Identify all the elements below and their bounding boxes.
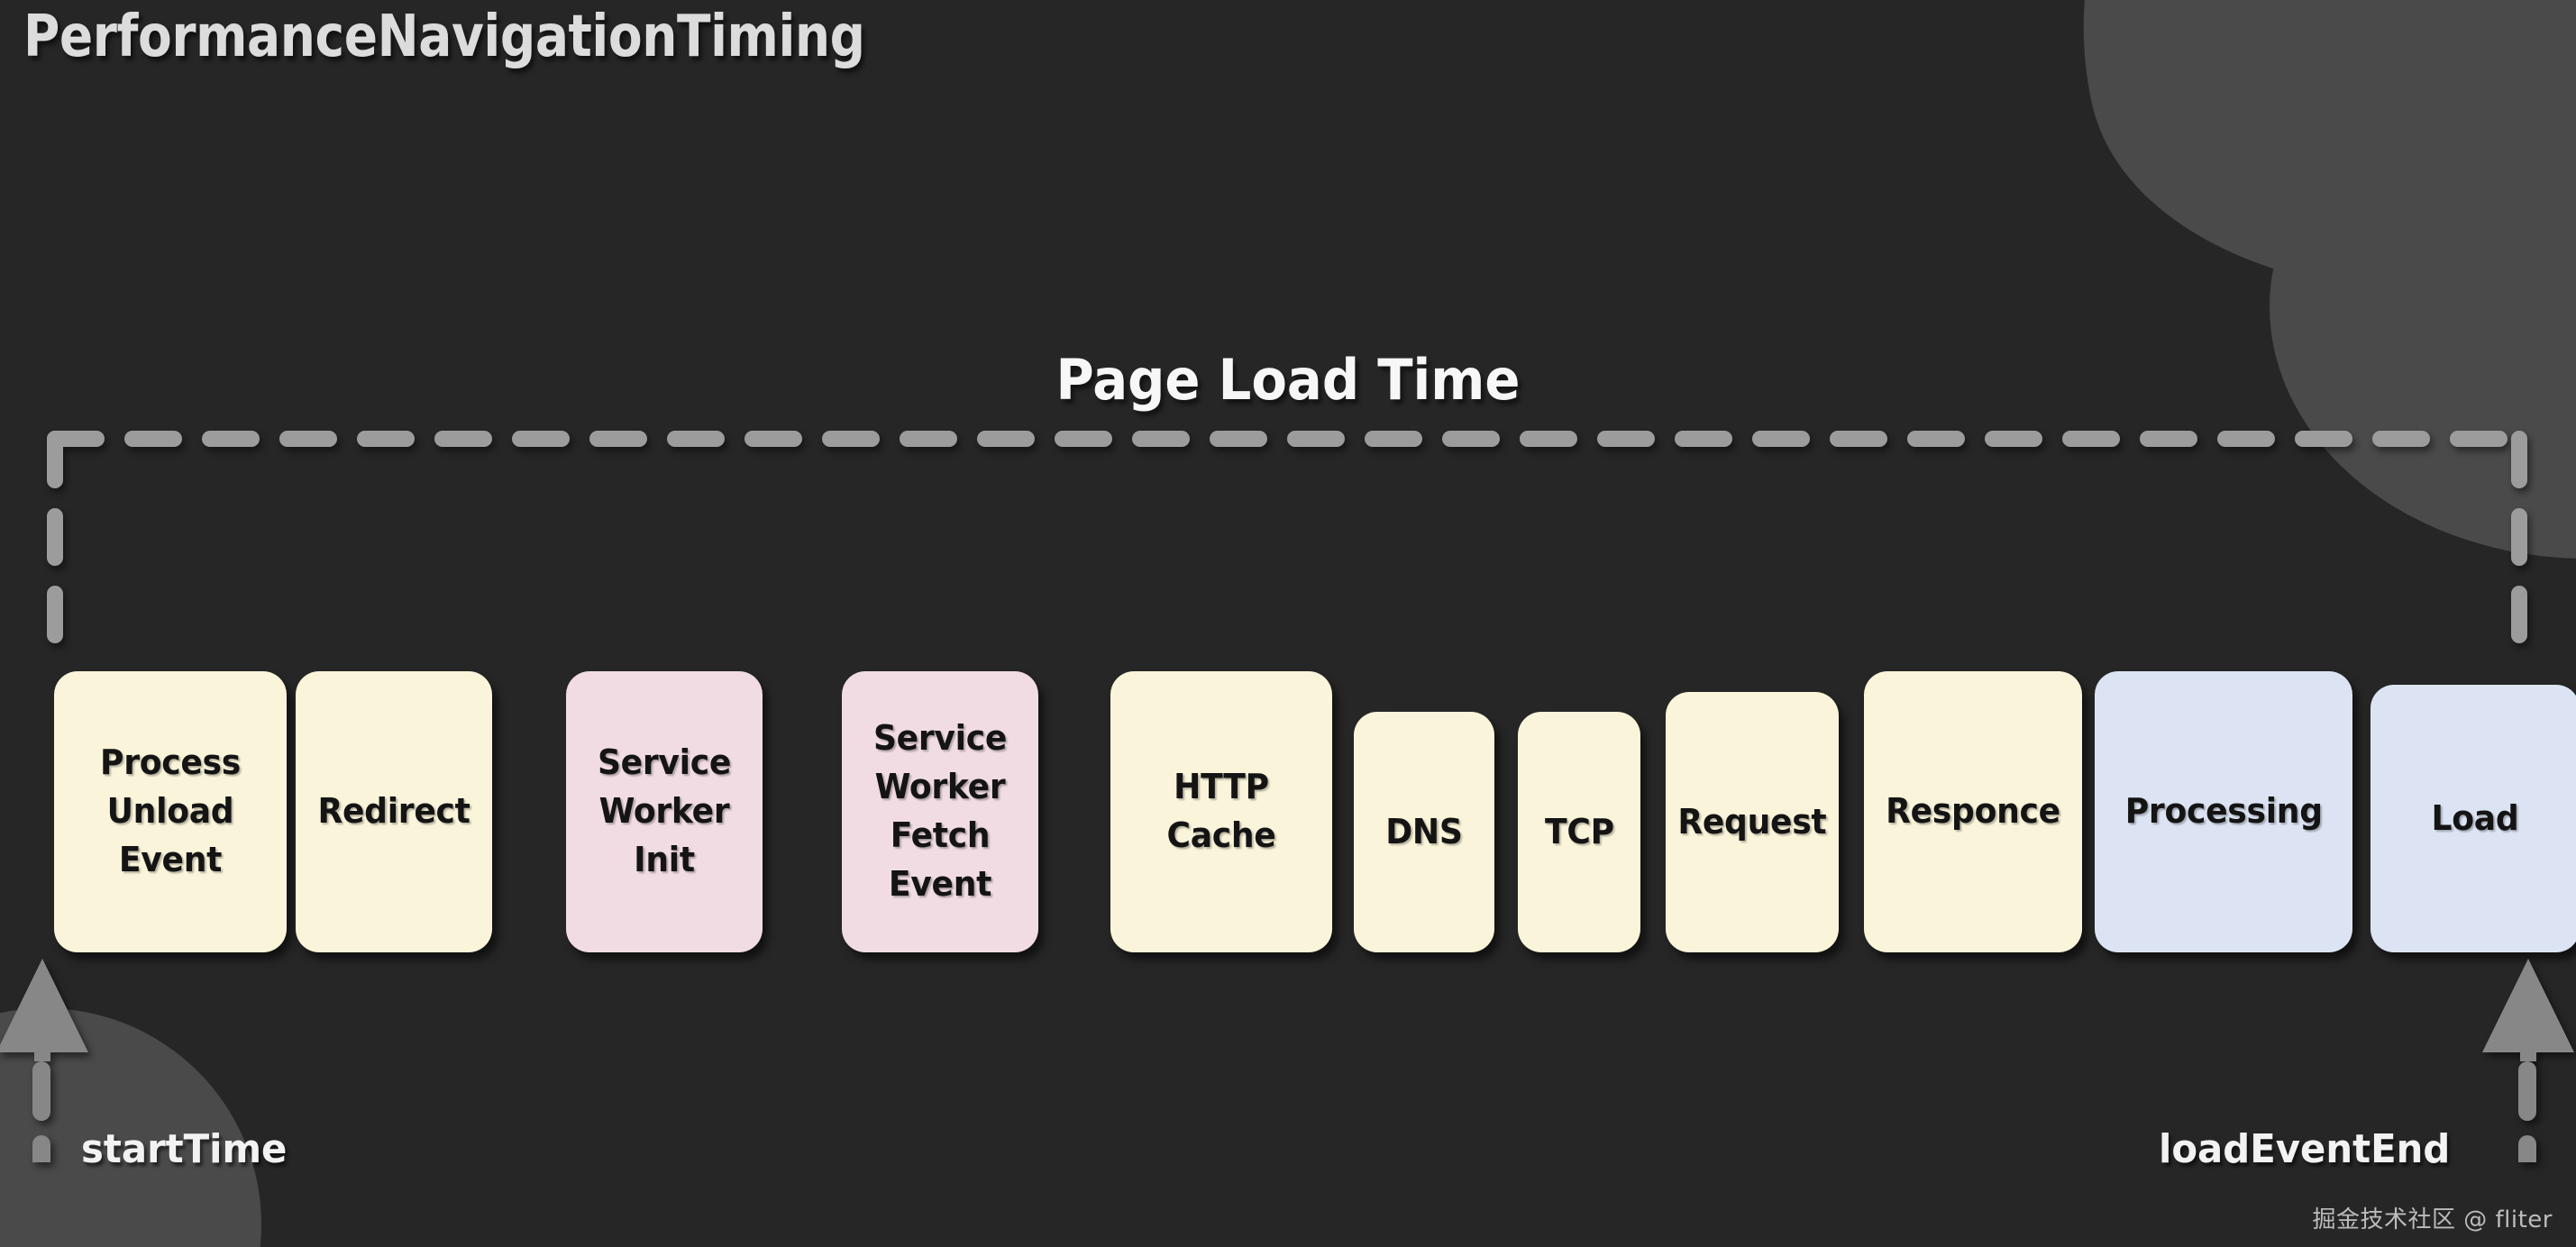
phase-card-label: Service Worker Fetch Event (872, 718, 1008, 904)
phase-card-label: Service Worker Init (597, 742, 732, 879)
phase-card-label: Redirect (317, 791, 470, 832)
phase-card-label: DNS (1385, 811, 1463, 851)
page-title: PerformanceNavigationTiming (23, 4, 865, 70)
arrow-up-icon (2482, 959, 2574, 1162)
phase-card[interactable]: HTTP Cache (1110, 671, 1332, 952)
phase-card-label: Request (1677, 801, 1827, 842)
corner-blob-top-right-2-icon (2270, 54, 2576, 559)
phase-card[interactable]: Responce (1864, 671, 2082, 952)
load-event-end-marker (2479, 955, 2576, 1162)
phase-card-label: Load (2431, 797, 2519, 838)
phase-card-label: TCP (1544, 811, 1614, 851)
start-time-marker (0, 955, 92, 1162)
corner-blob-top-right-icon (2008, 0, 2576, 384)
phase-card-label: Responce (1886, 791, 2060, 832)
phase-card[interactable]: DNS (1354, 712, 1494, 952)
phase-card[interactable]: Process Unload Event (54, 671, 287, 952)
phase-card[interactable]: Service Worker Init (566, 671, 763, 952)
watermark: 掘金技术社区 @ fliter (2312, 1206, 2553, 1233)
phase-card[interactable]: Processing (2095, 671, 2352, 952)
phase-card[interactable]: Redirect (296, 671, 492, 952)
phase-card[interactable]: Request (1666, 692, 1839, 952)
span-label-page-load-time: Page Load Time (1055, 347, 1521, 413)
page-load-time-bracket (47, 431, 2527, 643)
phase-card-label: Processing (2124, 791, 2323, 832)
load-event-end-label: loadEventEnd (2158, 1126, 2450, 1172)
phase-card-label: Process Unload Event (100, 742, 241, 879)
start-time-label: startTime (81, 1126, 288, 1172)
phase-card[interactable]: TCP (1518, 712, 1640, 952)
phase-card-label: HTTP Cache (1166, 767, 1276, 855)
phase-card[interactable]: Service Worker Fetch Event (842, 671, 1038, 952)
arrow-up-icon (0, 959, 88, 1162)
phase-card[interactable]: Load (2370, 685, 2576, 952)
